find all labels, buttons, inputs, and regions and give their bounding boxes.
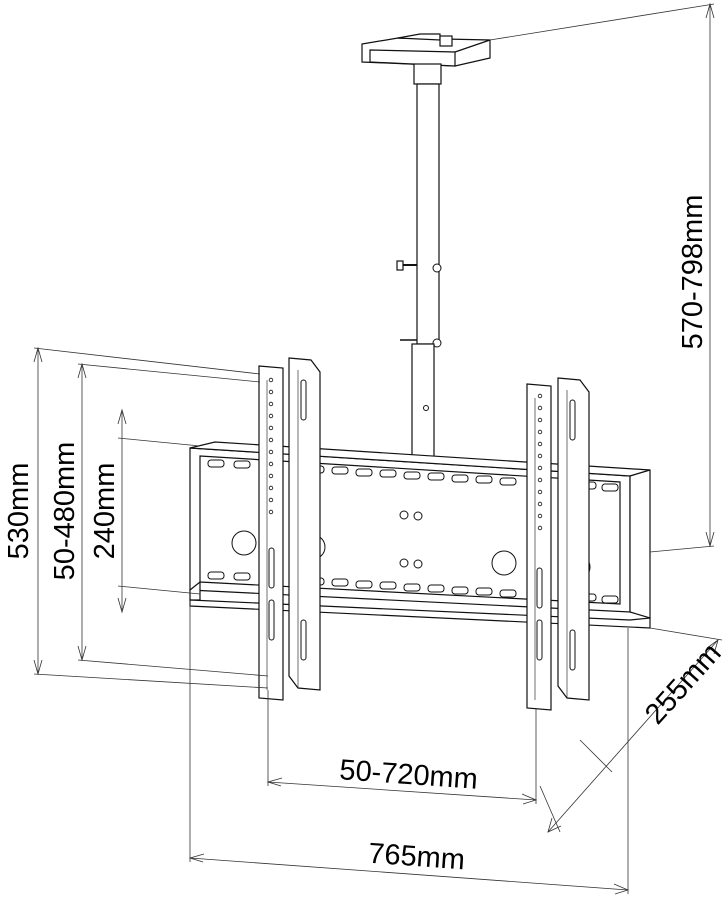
ceiling-plate [361,33,491,67]
label-vesa-horizontal: 50-720mm [338,754,479,796]
dimension-50-720 [266,690,538,805]
dimension-50-480 [77,362,269,677]
label-inner-height: 240mm [89,463,121,560]
label-width-total: 765mm [367,838,466,877]
round-hole-left [231,530,257,556]
upper-tube [396,63,442,348]
label-depth: 255mm [639,637,727,730]
label-height-total: 530mm [3,463,35,560]
label-vesa-vertical: 50-480mm [49,442,81,581]
center-bolts [399,510,423,569]
dimension-530 [33,346,269,689]
dimension-570-798 [489,2,715,553]
left-rear-arm [288,357,321,691]
right-rear-arm [557,377,590,701]
round-hole-center-right [491,550,517,576]
dimension-255 [539,627,723,833]
bottom-slot-row [207,571,619,604]
label-drop-range: 570-798mm [677,195,709,350]
dimension-765 [188,600,630,895]
dimension-240 [117,408,201,614]
right-front-arm [526,383,552,711]
lower-tube [411,343,435,461]
left-front-arm [258,365,284,701]
